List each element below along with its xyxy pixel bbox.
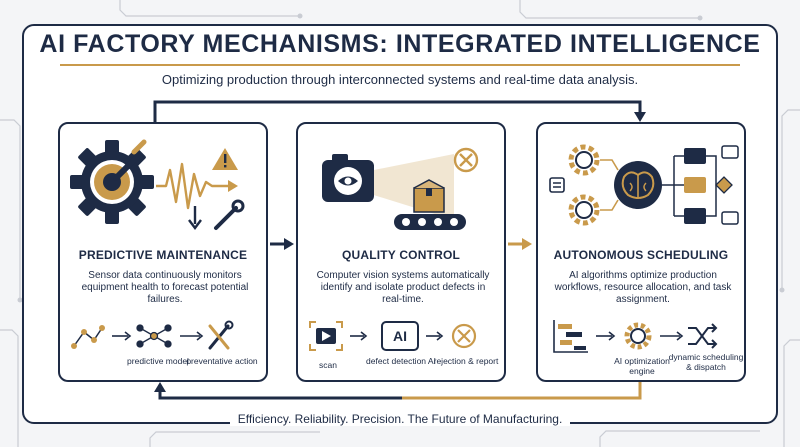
card-autonomous-scheduling: AUTONOMOUS SCHEDULING AI algorithms opti…: [536, 122, 746, 382]
maintenance-workflow-icons: [71, 320, 234, 350]
optimization-gear-icon: [624, 322, 652, 350]
gear-icon: [568, 194, 600, 226]
step-label: preventative action: [186, 356, 258, 366]
card-description: Computer vision systems automatically id…: [316, 270, 490, 305]
reject-icon: [451, 323, 477, 349]
neural-network-icon: [136, 324, 172, 348]
scan-icon: [309, 321, 343, 351]
gantt-chart-icon: [553, 320, 588, 353]
step-label: predictive model: [127, 356, 189, 366]
scheduling-workflow-icons: [553, 320, 718, 353]
card-title: AUTONOMOUS SCHEDULING: [553, 248, 729, 262]
step-label: AI optimization engine: [614, 356, 670, 376]
card-quality-control: QUALITY CONTROL Computer vision systems …: [296, 122, 506, 382]
card-title: QUALITY CONTROL: [341, 248, 461, 262]
shuffle-icon: [688, 323, 718, 349]
ai-chip-label: AI: [393, 328, 407, 344]
footer-text: Efficiency. Reliability. Precision. The …: [229, 412, 571, 426]
page-title: AI FACTORY MECHANISMS: INTEGRATED INTELL…: [39, 30, 761, 58]
card-title: PREDICTIVE MAINTENANCE: [78, 248, 248, 262]
step-label: scan: [319, 360, 337, 370]
page-subtitle: Optimizing production through interconne…: [161, 72, 639, 87]
card-predictive-maintenance: PREDICTIVE MAINTENANCE Sensor data conti…: [58, 122, 268, 382]
step-label: rejection & report: [433, 356, 499, 366]
sensor-data-icon: [71, 325, 105, 349]
brain-network-icon: [549, 144, 739, 226]
card-description: Sensor data continuously monitors equipm…: [81, 270, 249, 305]
step-label: dynamic scheduling & dispatch: [668, 352, 744, 372]
footer-tagline: Efficiency. Reliability. Precision. The …: [0, 412, 800, 426]
gear-sensor-icon: [70, 139, 245, 230]
title-divider: [60, 64, 740, 66]
camera-inspection-icon: [322, 147, 479, 230]
card-description: AI algorithms optimize production workfl…: [554, 270, 732, 305]
step-label: defect detection AI: [366, 356, 436, 366]
tools-icon: [208, 320, 234, 350]
gear-icon: [568, 144, 600, 176]
quality-workflow-icons: AI: [309, 321, 477, 351]
